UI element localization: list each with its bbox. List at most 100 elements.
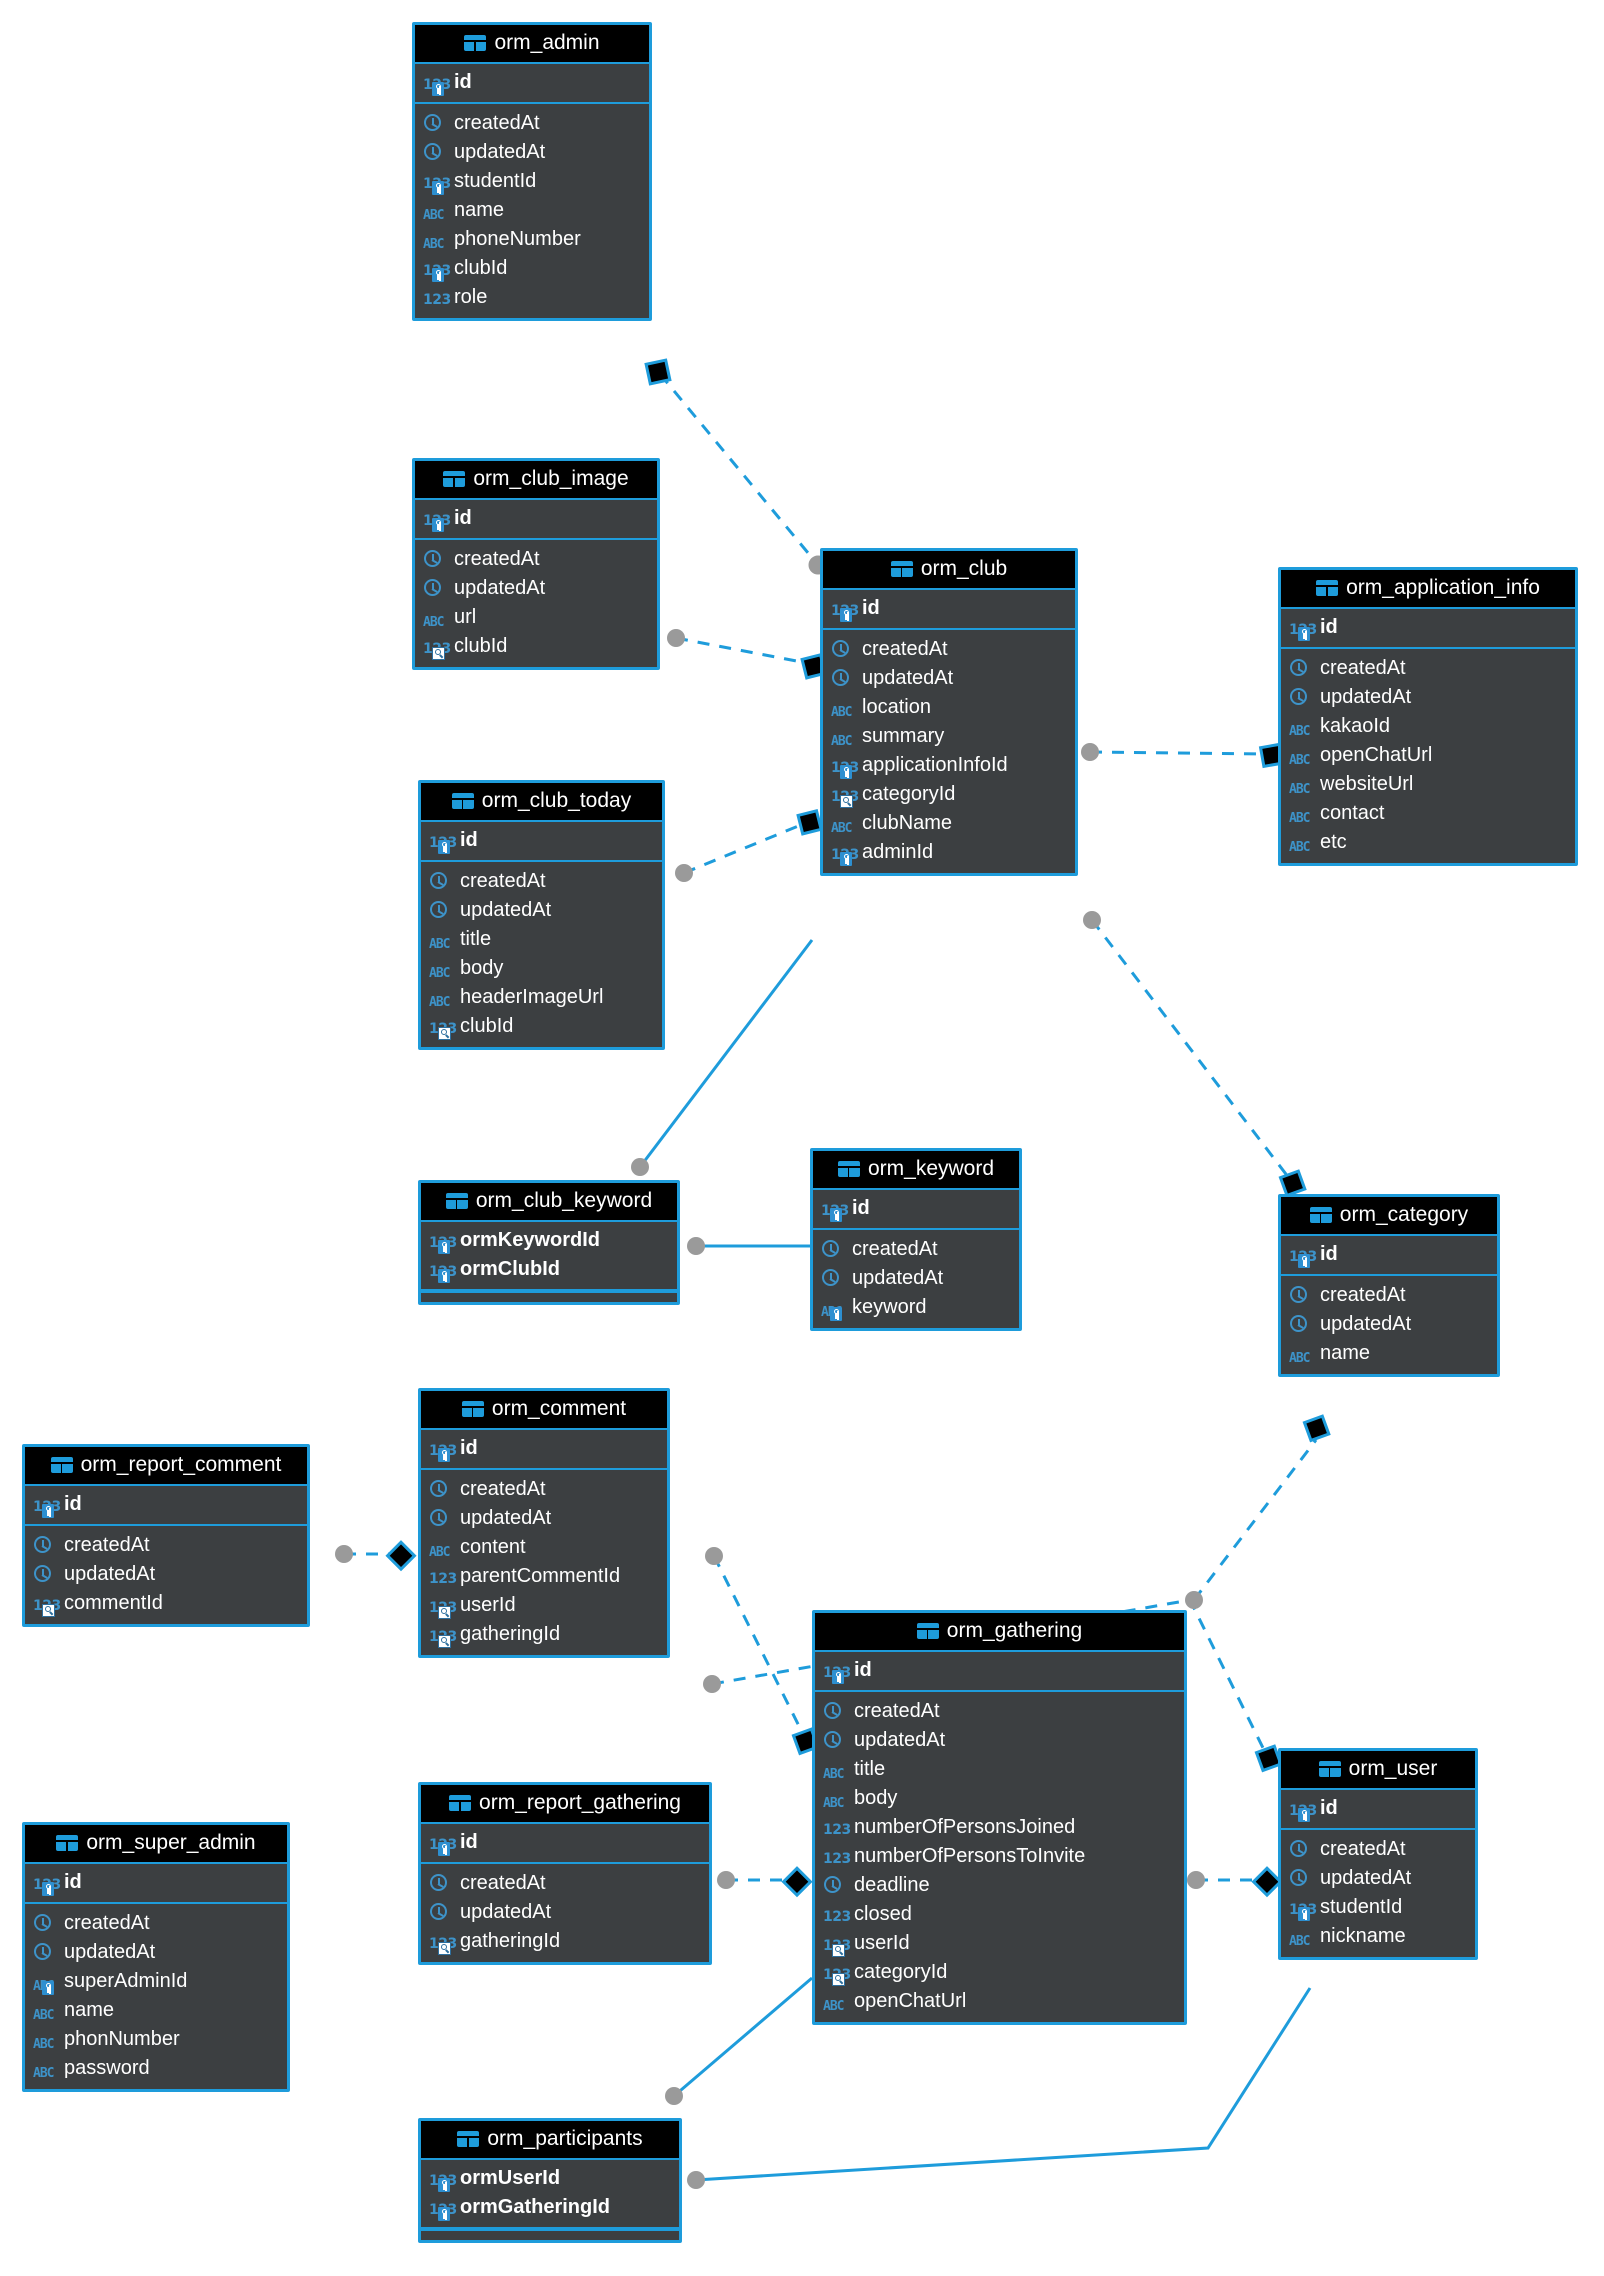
column-row[interactable]: 123id — [815, 1656, 1184, 1685]
column-row[interactable]: createdAt — [421, 1475, 667, 1504]
column-row[interactable]: 123id — [421, 1828, 709, 1857]
column-row[interactable]: updatedAt — [421, 1504, 667, 1533]
table-title[interactable]: orm_super_admin — [25, 1825, 287, 1862]
column-row[interactable]: updatedAt — [1281, 1310, 1497, 1339]
table-title[interactable]: orm_club_keyword — [421, 1183, 677, 1220]
column-row[interactable]: 123userId — [815, 1929, 1184, 1958]
column-row[interactable]: 123ormKeywordId — [421, 1226, 677, 1255]
column-row[interactable]: 123ormClubId — [421, 1255, 677, 1284]
table-orm_super_admin[interactable]: orm_super_admin123idcreatedAtupdatedAtAB… — [22, 1822, 290, 2092]
column-row[interactable]: 123clubId — [421, 1012, 662, 1041]
column-row[interactable]: updatedAt — [421, 896, 662, 925]
table-orm_category[interactable]: orm_category123idcreatedAtupdatedAtABCna… — [1278, 1194, 1500, 1377]
table-title[interactable]: orm_club_today — [421, 783, 662, 820]
column-row[interactable]: deadline — [815, 1871, 1184, 1900]
column-row[interactable]: createdAt — [25, 1909, 287, 1938]
column-row[interactable]: createdAt — [813, 1235, 1019, 1264]
column-row[interactable]: 123id — [421, 1434, 667, 1463]
table-title[interactable]: orm_club_image — [415, 461, 657, 498]
table-orm_club_today[interactable]: orm_club_today123idcreatedAtupdatedAtABC… — [418, 780, 665, 1050]
column-row[interactable]: createdAt — [421, 867, 662, 896]
column-row[interactable]: createdAt — [823, 635, 1075, 664]
column-row[interactable]: 123userId — [421, 1591, 667, 1620]
table-orm_user[interactable]: orm_user123idcreatedAtupdatedAt123studen… — [1278, 1748, 1478, 1960]
table-title[interactable]: orm_gathering — [815, 1613, 1184, 1650]
column-row[interactable]: createdAt — [1281, 1835, 1475, 1864]
column-row[interactable]: 123id — [1281, 1240, 1497, 1269]
table-title[interactable]: orm_club — [823, 551, 1075, 588]
column-row[interactable]: 123applicationInfoId — [823, 751, 1075, 780]
column-row[interactable]: updatedAt — [1281, 1864, 1475, 1893]
table-orm_admin[interactable]: orm_admin123idcreatedAtupdatedAt123stude… — [412, 22, 652, 321]
column-row[interactable]: updatedAt — [415, 574, 657, 603]
column-row[interactable]: createdAt — [421, 1869, 709, 1898]
column-row[interactable]: createdAt — [415, 109, 649, 138]
column-row[interactable]: ABCkeyword — [813, 1293, 1019, 1322]
column-row[interactable]: 123id — [823, 594, 1075, 623]
column-row[interactable]: 123id — [25, 1868, 287, 1897]
table-title[interactable]: orm_category — [1281, 1197, 1497, 1234]
column-row[interactable]: createdAt — [25, 1531, 307, 1560]
column-row[interactable]: 123ormGatheringId — [421, 2193, 679, 2222]
table-orm_keyword[interactable]: orm_keyword123idcreatedAtupdatedAtABCkey… — [810, 1148, 1022, 1331]
table-orm_application_info[interactable]: orm_application_info 123id createdAtupdate… — [1278, 567, 1578, 866]
column-row[interactable]: 123id — [421, 826, 662, 855]
column-row[interactable]: 123categoryId — [823, 780, 1075, 809]
table-title[interactable]: orm_report_comment — [25, 1447, 307, 1484]
column-row[interactable]: createdAt — [1281, 654, 1575, 683]
table-title[interactable]: orm_application_info — [1281, 570, 1575, 607]
column-row[interactable]: updatedAt — [1281, 683, 1575, 712]
column-row[interactable]: 123commentId — [25, 1589, 307, 1618]
column-row[interactable]: 123ormUserId — [421, 2164, 679, 2193]
column-row[interactable]: 123clubId — [415, 254, 649, 283]
table-orm_report_gathering[interactable]: orm_report_gathering 123id createdAtupdate… — [418, 1782, 712, 1965]
table-orm_comment[interactable]: orm_comment 123id createdAtupdatedAtABCcon… — [418, 1388, 670, 1658]
column-row[interactable]: 123clubId — [415, 632, 657, 661]
column-row[interactable]: updatedAt — [415, 138, 649, 167]
column-row[interactable]: 123id — [25, 1490, 307, 1519]
column-row[interactable]: updatedAt — [25, 1938, 287, 1967]
column-row[interactable]: ABCsuperAdminId — [25, 1967, 287, 1996]
table-orm_club[interactable]: orm_club123idcreatedAtupdatedAtABClocati… — [820, 548, 1078, 876]
column-row[interactable]: 123id — [415, 504, 657, 533]
column-row[interactable]: 123studentId — [1281, 1893, 1475, 1922]
column-row[interactable]: updatedAt — [823, 664, 1075, 693]
table-title[interactable]: orm_report_gathering — [421, 1785, 709, 1822]
column-row[interactable]: createdAt — [815, 1697, 1184, 1726]
table-orm_participants[interactable]: orm_participants123ormUserId123ormGather… — [418, 2118, 682, 2243]
table-title[interactable]: orm_user — [1281, 1751, 1475, 1788]
column-row[interactable]: 123id — [1281, 613, 1575, 642]
table-orm_club_image[interactable]: orm_club_image123idcreatedAtupdatedAtABC… — [412, 458, 660, 670]
column-row[interactable]: updatedAt — [421, 1898, 709, 1927]
column-row[interactable]: 123gatheringId — [421, 1927, 709, 1956]
table-title[interactable]: orm_comment — [421, 1391, 667, 1428]
table-orm_club_keyword[interactable]: orm_club_keyword 123ormKeywordId123ormClu… — [418, 1180, 680, 1305]
